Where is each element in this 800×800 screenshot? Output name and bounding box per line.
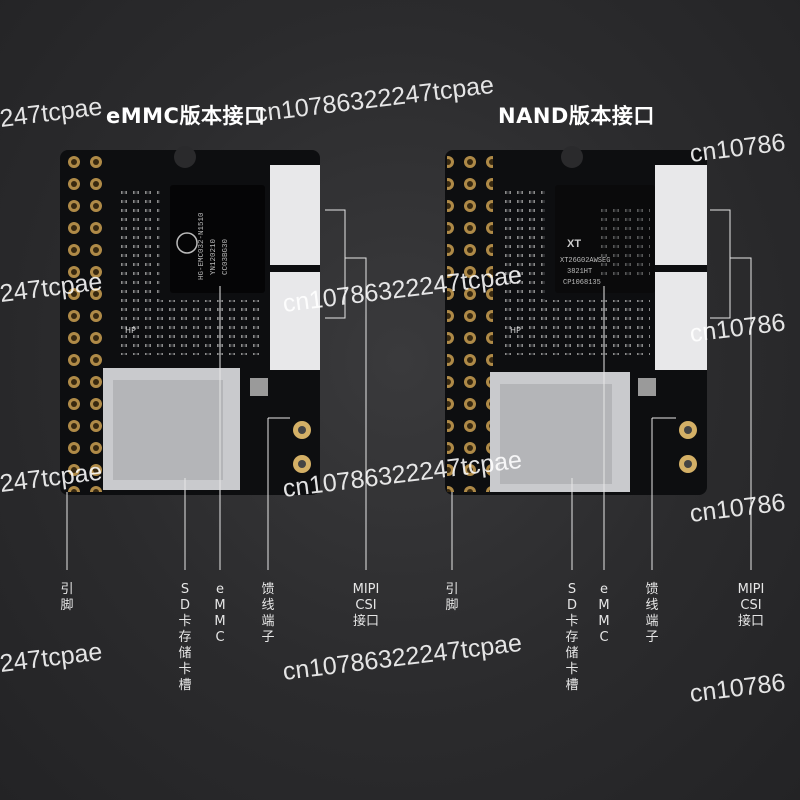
button xyxy=(638,378,656,396)
mipi-connector-1 xyxy=(655,165,707,265)
title-nand-version: NAND版本接口 xyxy=(498,104,655,128)
mipi-line-1: MIPI xyxy=(737,582,765,597)
chip-logo xyxy=(176,232,198,254)
svg-text:3821HT: 3821HT xyxy=(567,268,592,276)
mipi-connector-1 xyxy=(270,165,320,265)
mipi-connector-2 xyxy=(270,272,320,370)
mipi-line-3: 接口 xyxy=(737,614,764,629)
svg-text:CP1068135: CP1068135 xyxy=(563,279,601,287)
mount-hole xyxy=(174,146,196,168)
svg-text:XT26G02AWSEG: XT26G02AWSEG xyxy=(560,257,610,265)
gpio-header-left xyxy=(62,152,108,492)
mount-hole xyxy=(561,146,583,168)
svg-text:YN120210: YN120210 xyxy=(210,238,218,275)
label-sd-slot-right: SD卡存储卡槽 xyxy=(565,582,579,693)
smd-components-2 xyxy=(120,300,260,355)
svg-text:CC03BG30: CC03BG30 xyxy=(222,238,230,275)
emmc-chip xyxy=(170,185,265,293)
pointer-lines-left xyxy=(66,209,367,570)
label-mipi-left: MIPI CSI 接口 xyxy=(346,582,386,630)
button xyxy=(250,378,268,396)
board-nand: HP XT XT26G02AWSEG 3821HT CP1068135 xyxy=(445,146,707,495)
mipi-connector-2 xyxy=(655,272,707,370)
label-feeder-right: 馈线端子 xyxy=(645,582,659,645)
pointer-lines-right xyxy=(451,209,752,570)
label-feeder-left: 馈线端子 xyxy=(261,582,275,645)
label-emmc-right: eMMC xyxy=(598,582,610,645)
board-emmc: HP HG-EMC032-N1510 YN120210 CC03BG30 xyxy=(60,146,320,495)
label-sd-slot-left: SD卡存储卡槽 xyxy=(178,582,192,693)
smd-components-2 xyxy=(500,300,650,355)
svg-text:HG-EMC032-N1510: HG-EMC032-N1510 xyxy=(198,212,206,280)
mipi-line-2: CSI xyxy=(355,598,377,613)
label-mipi-right: MIPI CSI 接口 xyxy=(731,582,771,630)
label-pins-right: 引脚 xyxy=(445,582,459,613)
mipi-line-1: MIPI xyxy=(352,582,380,597)
title-emmc-version: eMMC版本接口 xyxy=(106,104,266,128)
svg-text:HP: HP xyxy=(510,326,521,335)
mipi-line-3: 接口 xyxy=(352,614,379,629)
pcb-text-hp: HP xyxy=(125,326,136,335)
mipi-line-2: CSI xyxy=(740,598,762,613)
gpio-header-right xyxy=(447,152,493,492)
label-emmc-left: eMMC xyxy=(214,582,226,645)
chip-brand: XT xyxy=(567,238,581,250)
label-pins-left: 引脚 xyxy=(60,582,74,613)
